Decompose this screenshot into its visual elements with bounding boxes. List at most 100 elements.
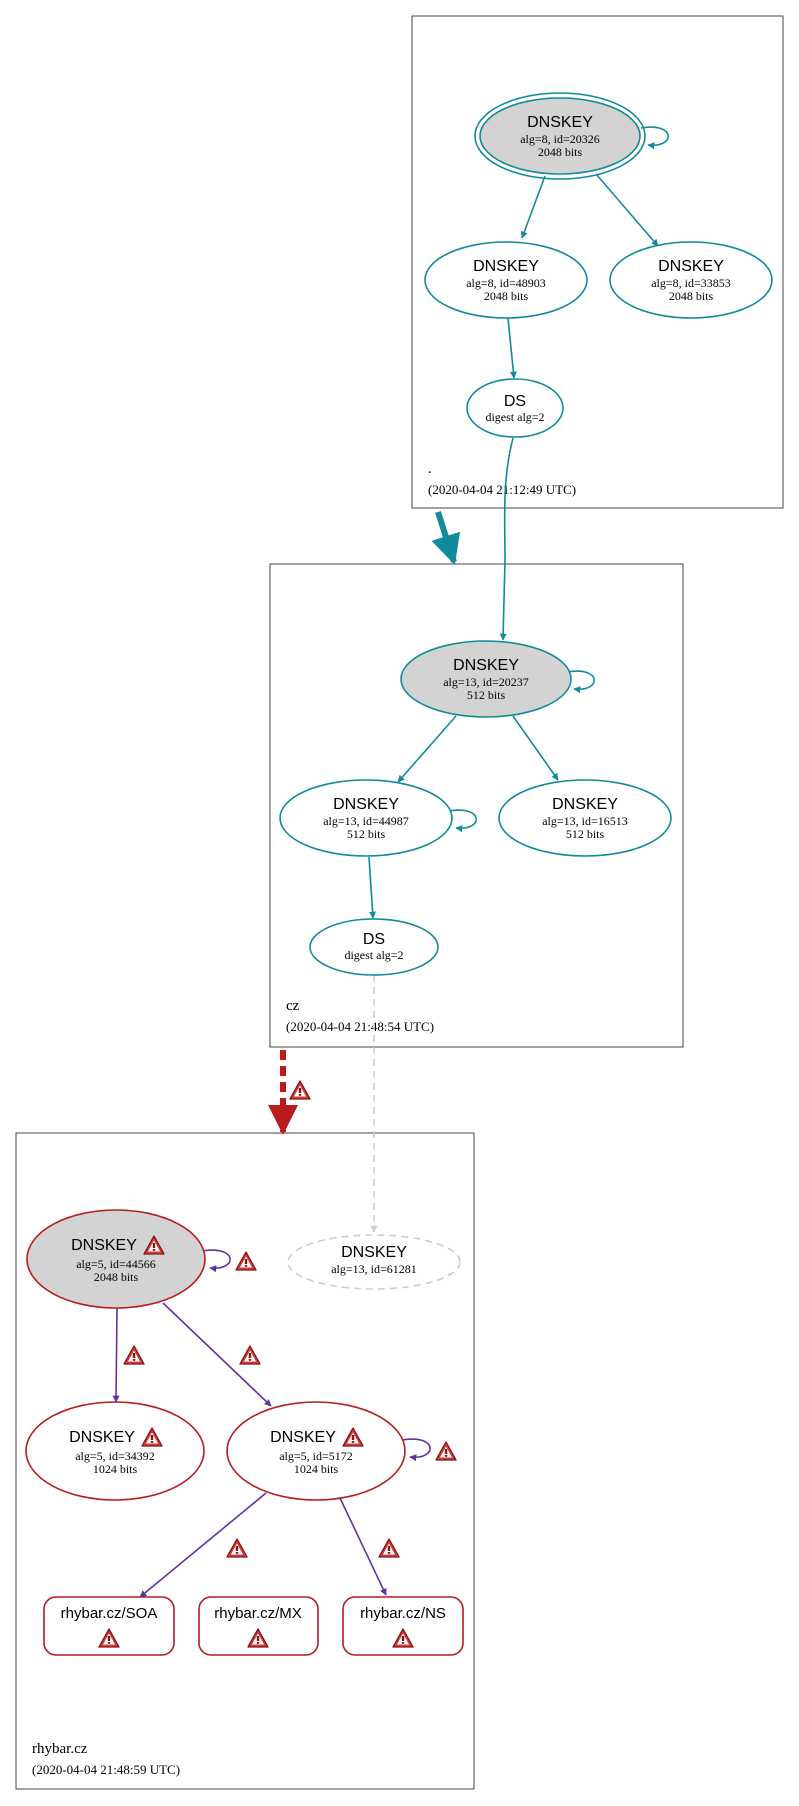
zone-cz-box [269, 563, 684, 1048]
edge-rh-zsk2-self [401, 1438, 431, 1462]
node-root-ksk-type: DNSKEY [527, 114, 593, 131]
warning-icon-rh-ksk-self [235, 1251, 257, 1271]
node-rh-zsk2-alg: alg=5, id=5172 [279, 1449, 353, 1463]
node-cz-zsk1[interactable]: DNSKEY alg=13, id=44987 512 bits [279, 779, 453, 857]
node-rh-zsk1[interactable]: DNSKEY alg=5, id=34392 1024 bits [25, 1401, 205, 1501]
node-root-ds[interactable]: DS digest alg=2 [466, 378, 564, 438]
edge-rh-ksk-to-zsk2 [162, 1302, 272, 1407]
warning-icon-rh-ksk-to-zsk1 [123, 1345, 145, 1365]
edge-cz-zsk1-to-ds [368, 856, 377, 919]
node-rh-zsk2[interactable]: DNSKEY alg=5, id=5172 1024 bits [226, 1401, 406, 1501]
node-cz-zsk2-type: DNSKEY [552, 796, 618, 813]
node-cz-zsk1-shape [279, 779, 453, 857]
node-cz-zsk2-bits: 512 bits [566, 827, 605, 841]
node-root-zsk2[interactable]: DNSKEY alg=8, id=33853 2048 bits [609, 241, 773, 319]
node-cz-ksk-bits: 512 bits [467, 688, 506, 702]
node-rh-zsk2-shape [226, 1401, 406, 1501]
node-rh-mx-label: rhybar.cz/MX [214, 1605, 302, 1622]
zone-rhybar-name: rhybar.cz [32, 1741, 88, 1757]
edge-delegation-root-cz [431, 511, 461, 565]
node-root-ksk[interactable]: DNSKEY alg=8, id=20326 2048 bits [474, 92, 646, 180]
node-rh-ns[interactable]: rhybar.cz/NS [342, 1596, 464, 1656]
node-rh-soa[interactable]: rhybar.cz/SOA [43, 1596, 175, 1656]
node-root-zsk2-shape [609, 241, 773, 319]
node-root-zsk1-bits: 2048 bits [484, 289, 529, 303]
zone-root: . (2020-04-04 21:12:49 UTC) [411, 15, 784, 509]
node-cz-zsk2-alg: alg=13, id=16513 [542, 814, 628, 828]
node-cz-zsk1-type: DNSKEY [333, 796, 399, 813]
edge-root-zsk1-to-ds [507, 317, 517, 379]
node-root-ksk-bits: 2048 bits [538, 145, 583, 159]
node-cz-ksk[interactable]: DNSKEY alg=13, id=20237 512 bits [400, 640, 572, 718]
node-cz-zsk1-bits: 512 bits [347, 827, 386, 841]
node-rh-zsk1-alg: alg=5, id=34392 [75, 1449, 155, 1463]
warning-icon-rh-zsk2-to-soa [226, 1538, 248, 1558]
node-rh-ns-shape [342, 1596, 464, 1656]
node-root-zsk1[interactable]: DNSKEY alg=8, id=48903 2048 bits [424, 241, 588, 319]
node-rh-soa-shape [43, 1596, 175, 1656]
node-cz-ksk-type: DNSKEY [453, 657, 519, 674]
node-root-zsk2-type: DNSKEY [658, 258, 724, 275]
node-root-ksk-alg: alg=8, id=20326 [520, 132, 600, 146]
node-rh-missing-key[interactable]: DNSKEY alg=13, id=61281 [287, 1234, 461, 1290]
node-root-ds-digest: digest alg=2 [485, 410, 544, 424]
node-rh-ns-label: rhybar.cz/NS [360, 1605, 446, 1622]
node-rh-zsk2-bits: 1024 bits [294, 1462, 339, 1476]
warning-icon-rh-zsk2-self [435, 1441, 457, 1461]
zone-root-name: . [428, 461, 432, 477]
edge-cz-zsk1-self [448, 809, 477, 833]
zone-rhybar-box [15, 1132, 475, 1790]
node-root-zsk1-alg: alg=8, id=48903 [466, 276, 546, 290]
zone-cz-name: cz [286, 998, 300, 1014]
edge-root-ksk-self [640, 126, 669, 150]
node-root-zsk2-alg: alg=8, id=33853 [651, 276, 731, 290]
node-rh-zsk1-type: DNSKEY [69, 1429, 135, 1446]
node-root-zsk2-bits: 2048 bits [669, 289, 714, 303]
node-rh-ksk-type: DNSKEY [71, 1237, 137, 1254]
edge-cz-ksk-to-zsk2 [512, 715, 559, 781]
node-rh-ksk[interactable]: DNSKEY alg=5, id=44566 2048 bits [26, 1209, 206, 1309]
node-rh-ksk-shape [26, 1209, 206, 1309]
node-rh-zsk1-shape [25, 1401, 205, 1501]
node-root-zsk1-shape [424, 241, 588, 319]
node-cz-zsk1-alg: alg=13, id=44987 [323, 814, 409, 828]
edge-cz-ksk-self [566, 670, 595, 694]
zone-root-timestamp: (2020-04-04 21:12:49 UTC) [428, 482, 576, 497]
node-rh-ksk-alg: alg=5, id=44566 [76, 1257, 156, 1271]
warning-icon-delegation [289, 1080, 311, 1100]
edges [112, 126, 669, 1598]
zone-cz: cz (2020-04-04 21:48:54 UTC) [269, 563, 684, 1048]
node-cz-ds-type: DS [363, 931, 385, 948]
edge-rh-ksk-to-zsk1 [112, 1307, 120, 1403]
node-rh-zsk1-bits: 1024 bits [93, 1462, 138, 1476]
zone-rhybar: rhybar.cz (2020-04-04 21:48:59 UTC) [15, 1132, 475, 1790]
edge-cz-ksk-to-zsk1 [397, 715, 457, 783]
node-cz-ds-shape [309, 918, 439, 976]
node-root-ds-shape [466, 378, 564, 438]
node-cz-zsk2[interactable]: DNSKEY alg=13, id=16513 512 bits [498, 779, 672, 857]
zone-rhybar-timestamp: (2020-04-04 21:48:59 UTC) [32, 1762, 180, 1777]
edge-root-ds-to-cz-ksk [499, 437, 514, 641]
node-rh-missing-key-shape [287, 1234, 461, 1290]
node-root-ksk-outer [474, 92, 646, 180]
node-rh-missing-key-type: DNSKEY [341, 1244, 407, 1261]
node-cz-ds[interactable]: DS digest alg=2 [309, 918, 439, 976]
node-rh-soa-label: rhybar.cz/SOA [61, 1605, 158, 1622]
node-cz-zsk2-shape [498, 779, 672, 857]
node-root-ksk-shape [479, 97, 641, 175]
edge-rh-zsk2-to-ns [339, 1497, 387, 1596]
edge-root-ksk-to-zsk1 [520, 175, 546, 239]
warning-icon-rh-zsk2-to-ns [378, 1538, 400, 1558]
warning-icon-rh-ksk-to-zsk2 [239, 1345, 261, 1365]
node-rh-zsk2-type: DNSKEY [270, 1429, 336, 1446]
node-cz-ds-digest: digest alg=2 [344, 948, 403, 962]
node-rh-missing-key-alg: alg=13, id=61281 [331, 1262, 417, 1276]
node-cz-ksk-alg: alg=13, id=20237 [443, 675, 529, 689]
zone-cz-timestamp: (2020-04-04 21:48:54 UTC) [286, 1019, 434, 1034]
node-rh-mx[interactable]: rhybar.cz/MX [198, 1596, 319, 1656]
edge-rh-ksk-self [201, 1249, 231, 1273]
node-cz-ksk-shape [400, 640, 572, 718]
zone-root-box [411, 15, 784, 509]
node-root-ds-type: DS [504, 393, 526, 410]
